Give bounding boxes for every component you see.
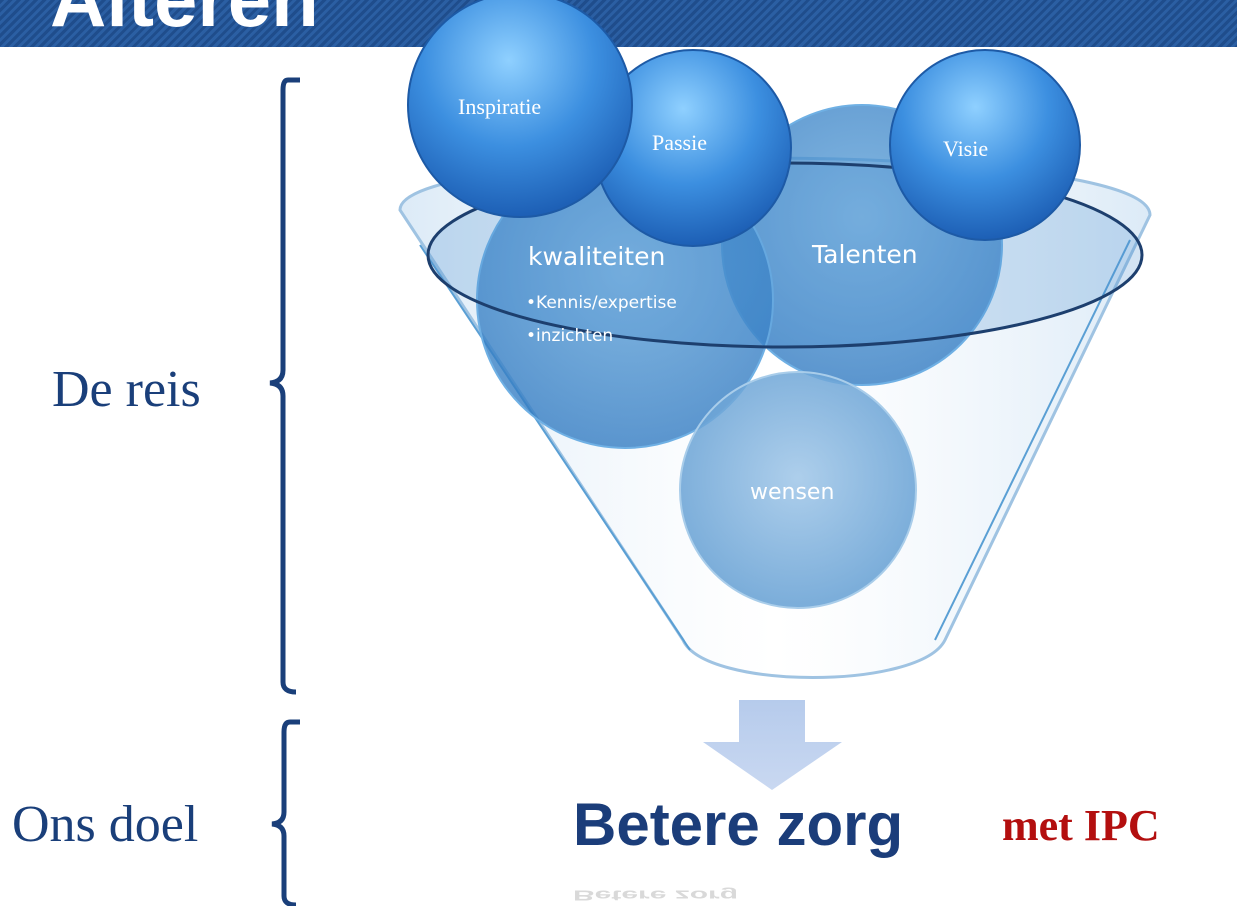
passie-label: Passie bbox=[652, 130, 707, 155]
goal-main-text: Betere zorg bbox=[573, 791, 904, 858]
down-arrow-icon bbox=[703, 700, 842, 790]
bullet-expertise: •Kennis/expertise bbox=[526, 293, 677, 313]
goal-label: Ons doel bbox=[12, 796, 199, 853]
talents-label: Talenten bbox=[812, 240, 918, 269]
wishes-label: wensen bbox=[750, 480, 835, 505]
ipc-label: met IPC bbox=[1002, 801, 1160, 850]
journey-label: De reis bbox=[52, 361, 201, 418]
funnel-inner-line-right bbox=[934, 239, 1131, 641]
inspiratie-label: Inspiratie bbox=[458, 94, 542, 119]
journey-bracket bbox=[269, 77, 300, 695]
visie-bubble bbox=[889, 49, 1081, 241]
qualities-label: kwaliteiten bbox=[528, 242, 666, 271]
goal-reflection: Betere zorg bbox=[573, 887, 739, 904]
header-band: Alteren bbox=[0, 0, 1237, 47]
bullet-insights: •inzichten bbox=[526, 326, 614, 346]
inspiratie-bubble bbox=[407, 0, 633, 218]
goal-bracket bbox=[271, 719, 300, 906]
funnel-inner-line bbox=[419, 244, 691, 651]
wishes-circle bbox=[679, 371, 917, 609]
header-title: Alteren bbox=[50, 0, 319, 38]
visie-label: Visie bbox=[943, 136, 989, 161]
